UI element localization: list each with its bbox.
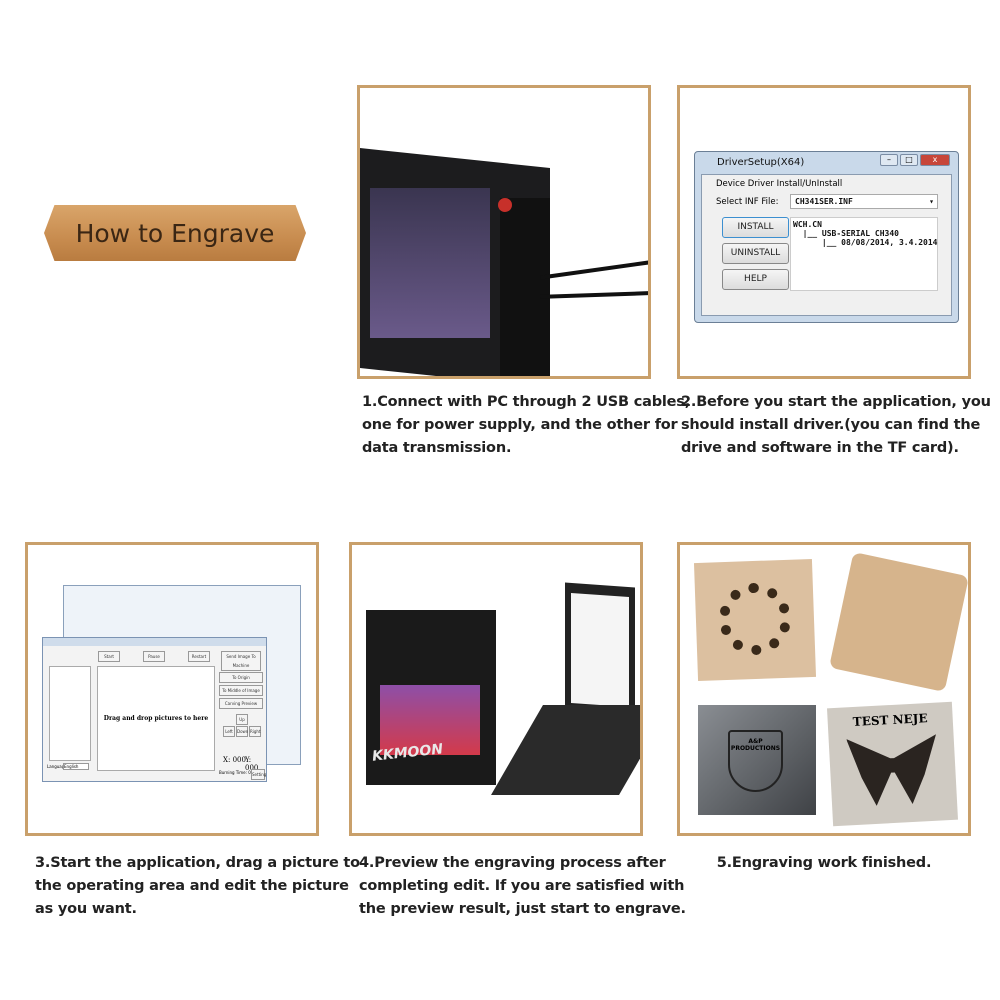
preview-drop-area[interactable]: Drag and drop pictures to here (97, 666, 215, 771)
step2-caption: 2.Before you start the application, you … (681, 391, 991, 460)
x-readout: X: 000 (223, 756, 246, 764)
down-button[interactable]: Down (236, 726, 248, 737)
to-middle-button[interactable]: To Middle of Image (219, 685, 263, 696)
how-to-engrave-banner: How to Engrave (44, 205, 306, 261)
caption-line: 2.Before you start the application, you (681, 394, 991, 410)
up-button[interactable]: Up (236, 714, 248, 725)
close-icon[interactable]: x (920, 154, 950, 166)
language-select[interactable]: English (63, 763, 89, 770)
restart-button[interactable]: Restart (188, 651, 210, 662)
step4-image-laser-laptop: KKMOON (349, 542, 643, 836)
engraver-software-window: Start Pause Restart Send Image To Machin… (42, 637, 267, 782)
info-line: |__ USB-SERIAL CH340 (793, 229, 899, 238)
minimize-icon[interactable]: – (880, 154, 898, 166)
plate-text: TEST NEJE (852, 711, 928, 730)
laptop-keyboard (491, 705, 640, 795)
caption-line: drive and software in the TF card). (681, 440, 959, 456)
start-button[interactable]: Start (98, 651, 120, 662)
step1-caption: 1.Connect with PC through 2 USB cables, … (362, 391, 690, 460)
butterfly-plate-sample: TEST NEJE (826, 701, 959, 827)
install-button[interactable]: INSTALL (722, 217, 789, 238)
select-label: Select INF File: (716, 197, 779, 207)
caption-line: as you want. (35, 901, 137, 917)
wood-tag-sample (829, 552, 968, 692)
y-readout: Y: 000 (245, 756, 259, 772)
group-label: Device Driver Install/UnInstall (716, 179, 843, 189)
butterfly-icon (846, 731, 940, 808)
step3-image-software: Start Pause Restart Send Image To Machin… (25, 542, 319, 836)
badge-text: A&P PRODUCTIONS (728, 730, 783, 792)
metal-badge-sample: A&P PRODUCTIONS (698, 705, 816, 815)
info-line: WCH.CN (793, 220, 822, 229)
setting-button[interactable]: Setting (251, 769, 266, 780)
caption-line: the preview result, just start to engrav… (359, 901, 686, 917)
driver-info-box: WCH.CN |__ USB-SERIAL CH340 |__ 08/08/20… (790, 217, 938, 291)
select-value: CH341SER.INF (795, 197, 853, 206)
info-line: |__ 08/08/2014, 3.4.2014 (793, 238, 938, 247)
pause-button[interactable]: Pause (143, 651, 165, 662)
chevron-down-icon: ▾ (929, 197, 934, 206)
left-button[interactable]: Left (223, 726, 235, 737)
carving-preview-button[interactable]: Carving Preview (219, 698, 263, 709)
caption-line: the operating area and edit the picture (35, 878, 349, 894)
caption-line: 3.Start the application, drag a picture … (35, 855, 360, 871)
uninstall-button[interactable]: UNINSTALL (722, 243, 789, 264)
step4-caption: 4.Preview the engraving process after co… (359, 852, 686, 921)
window-title: DriverSetup(X64) (717, 157, 805, 168)
help-button[interactable]: HELP (722, 269, 789, 290)
message-box (49, 666, 91, 761)
send-image-button[interactable]: Send Image To Machine (221, 651, 261, 671)
caption-line: should install driver.(you can find the (681, 417, 981, 433)
step3-caption: 3.Start the application, drag a picture … (35, 852, 360, 921)
maximize-icon[interactable]: □ (900, 154, 918, 166)
drop-hint: Drag and drop pictures to here (103, 715, 209, 722)
banner-title: How to Engrave (75, 218, 275, 248)
step1-image-laser-usb (357, 85, 651, 379)
burning-time: Burning Time: 00 (219, 770, 254, 775)
caption-line: 4.Preview the engraving process after (359, 855, 666, 871)
caption-line: 5.Engraving work finished. (716, 855, 932, 871)
caption-line: one for power supply, and the other for (362, 417, 678, 433)
caption-line: 1.Connect with PC through 2 USB cables, (362, 394, 691, 410)
caption-line: completing edit. If you are satisfied wi… (359, 878, 685, 894)
right-button[interactable]: Right (249, 726, 261, 737)
to-origin-button[interactable]: To Origin (219, 672, 263, 683)
wood-mandala-sample (693, 558, 817, 682)
step5-caption: 5.Engraving work finished. (677, 852, 971, 875)
driver-setup-window: DriverSetup(X64) –□x Device Driver Insta… (694, 151, 959, 323)
caption-line: data transmission. (362, 440, 512, 456)
step5-image-finished-samples: A&P PRODUCTIONS TEST NEJE (677, 542, 971, 836)
inf-file-select[interactable]: CH341SER.INF ▾ (790, 194, 938, 209)
language-label: Language: (47, 764, 69, 769)
step2-image-driver-setup: DriverSetup(X64) –□x Device Driver Insta… (677, 85, 971, 379)
